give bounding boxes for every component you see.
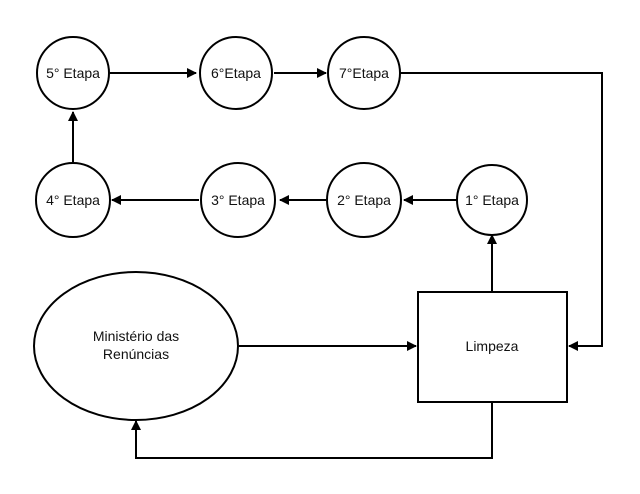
node-etapa5: 5° Etapa [36, 36, 110, 110]
node-etapa5-label: 5° Etapa [46, 65, 100, 81]
node-etapa1: 1° Etapa [456, 164, 528, 236]
node-etapa2: 2° Etapa [326, 162, 402, 238]
node-etapa6-label: 6°Etapa [211, 65, 261, 81]
edge-limpeza-to-ministerio [131, 402, 493, 459]
node-etapa2-label: 2° Etapa [337, 192, 391, 208]
node-etapa1-label: 1° Etapa [465, 192, 519, 208]
node-limpeza: Limpeza [417, 291, 568, 403]
node-etapa7: 7°Etapa [327, 36, 401, 110]
node-etapa3: 3° Etapa [200, 162, 276, 238]
node-ministerio: Ministério das Renúncias [33, 271, 239, 421]
node-etapa7-label: 7°Etapa [339, 65, 389, 81]
node-ministerio-label-line1: Ministério das [93, 328, 179, 344]
node-etapa3-label: 3° Etapa [211, 192, 265, 208]
node-etapa4-label: 4° Etapa [46, 192, 100, 208]
edge-etapa7-to-limpeza [400, 72, 603, 351]
node-etapa4: 4° Etapa [35, 162, 111, 238]
node-ministerio-label-line2: Renúncias [103, 346, 169, 362]
node-etapa6: 6°Etapa [199, 36, 273, 110]
node-limpeza-label: Limpeza [466, 338, 519, 354]
edges [68, 68, 603, 459]
